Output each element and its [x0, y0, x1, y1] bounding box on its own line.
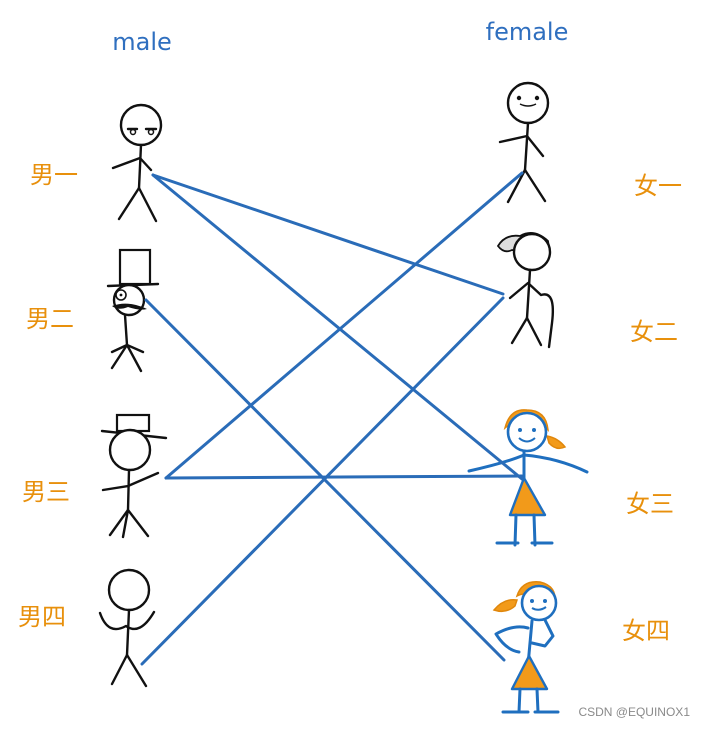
link-male3-female3 [166, 476, 522, 478]
watermark: CSDN @EQUINOX1 [578, 705, 690, 719]
male-figure-2 [108, 250, 158, 371]
female-header: female [486, 18, 569, 46]
male-label-1: 男一 [30, 161, 78, 189]
male-label-2: 男二 [26, 305, 74, 333]
female-label-1: 女一 [634, 172, 682, 200]
link-male3-female1 [166, 173, 522, 478]
male-label-4: 男四 [18, 603, 66, 631]
male-figure-1 [113, 105, 161, 221]
male-figure-4 [100, 570, 154, 686]
female-label-2: 女二 [630, 318, 678, 346]
female-label-3: 女三 [626, 490, 674, 518]
male-header: male [112, 28, 172, 56]
female-figure-4 [494, 582, 558, 712]
male-label-3: 男三 [22, 478, 70, 506]
female-figure-2 [498, 233, 553, 347]
female-label-4: 女四 [622, 617, 670, 645]
male-figure-3 [102, 415, 166, 537]
link-male4-female2 [142, 298, 503, 664]
